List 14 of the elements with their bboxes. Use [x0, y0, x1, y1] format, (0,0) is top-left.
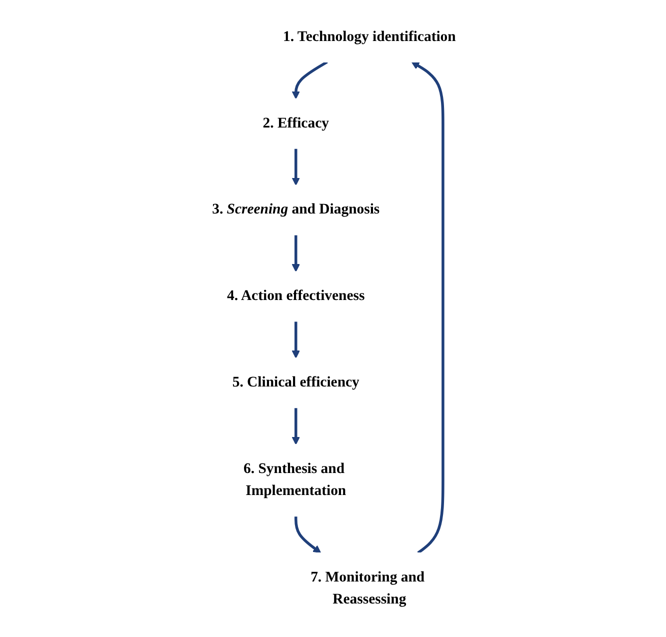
node-text: 2. Efficacy: [263, 115, 330, 131]
arrow: [292, 60, 328, 100]
node-text: 6. Synthesis and Implementation: [244, 460, 346, 499]
arrow: [292, 234, 300, 272]
node-text: 5. Clinical efficiency: [232, 374, 360, 390]
node-text: 3. Screening and Diagnosis: [212, 202, 380, 218]
arrow: [294, 516, 322, 554]
node-text: 4. Action effectiveness: [227, 288, 366, 304]
arrow: [292, 408, 300, 445]
arrow: [292, 321, 300, 358]
node-text: 1. Technology identification: [283, 28, 456, 45]
arrow: [292, 148, 300, 186]
node-text: 7. Monitoring and Reassessing: [310, 569, 425, 608]
arrow: [412, 62, 445, 554]
